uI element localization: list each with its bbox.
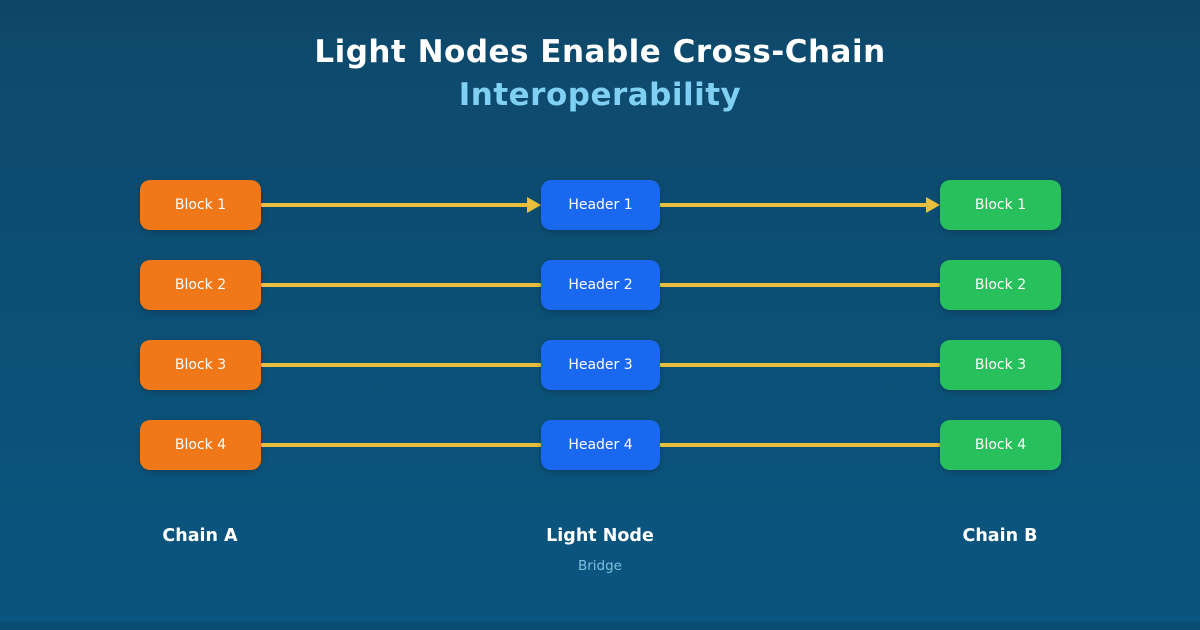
diagram-row-4: Block 4 Header 4 Block 4 xyxy=(0,420,1200,470)
arrowhead-right-icon xyxy=(527,197,541,213)
page-title-line2: Interoperability xyxy=(458,77,742,113)
chain-a-block-2-label: Block 2 xyxy=(174,277,227,293)
light-node-header-3: Header 3 xyxy=(541,340,660,390)
column-label-chain-a: Chain A xyxy=(162,526,238,546)
connector-line xyxy=(261,283,541,287)
connector-line xyxy=(660,283,940,287)
connector-line xyxy=(660,443,940,447)
chain-b-block-2: Block 2 xyxy=(940,260,1061,310)
arrowhead-right-icon xyxy=(926,197,940,213)
page-title: Light Nodes Enable Cross-Chain Interoper… xyxy=(0,31,1200,117)
connector-a-to-node-2 xyxy=(261,260,541,310)
connector-line xyxy=(660,203,928,207)
light-node-header-1: Header 1 xyxy=(541,180,660,230)
light-node-header-3-label: Header 3 xyxy=(568,357,633,373)
column-label-light-node: Light Node xyxy=(546,526,654,546)
connector-a-to-node-1 xyxy=(261,180,541,230)
chain-a-block-3: Block 3 xyxy=(140,340,261,390)
connector-node-to-b-3 xyxy=(660,340,940,390)
chain-a-block-1: Block 1 xyxy=(140,180,261,230)
light-node-header-2-label: Header 2 xyxy=(568,277,633,293)
chain-b-block-4-label: Block 4 xyxy=(974,437,1027,453)
connector-line xyxy=(261,363,541,367)
connector-line xyxy=(261,203,529,207)
light-node-header-2: Header 2 xyxy=(541,260,660,310)
light-node-header-4: Header 4 xyxy=(541,420,660,470)
chain-b-block-3-label: Block 3 xyxy=(974,357,1027,373)
connector-node-to-b-4 xyxy=(660,420,940,470)
connector-line xyxy=(261,443,541,447)
chain-b-block-3: Block 3 xyxy=(940,340,1061,390)
page-title-line1: Light Nodes Enable Cross-Chain xyxy=(314,34,886,70)
chain-b-block-4: Block 4 xyxy=(940,420,1061,470)
bridge-sublabel: Bridge xyxy=(577,558,622,574)
diagram-row-1: Block 1 Header 1 Block 1 xyxy=(0,180,1200,230)
diagram-row-2: Block 2 Header 2 Block 2 xyxy=(0,260,1200,310)
chain-a-block-4: Block 4 xyxy=(140,420,261,470)
bottom-band xyxy=(0,622,1200,630)
connector-node-to-b-2 xyxy=(660,260,940,310)
diagram-row-3: Block 3 Header 3 Block 3 xyxy=(0,340,1200,390)
connector-node-to-b-1 xyxy=(660,180,940,230)
chain-b-block-2-label: Block 2 xyxy=(974,277,1027,293)
chain-a-block-4-label: Block 4 xyxy=(174,437,227,453)
chain-b-block-1: Block 1 xyxy=(940,180,1061,230)
chain-b-block-1-label: Block 1 xyxy=(974,197,1027,213)
connector-line xyxy=(660,363,940,367)
chain-a-block-3-label: Block 3 xyxy=(174,357,227,373)
column-label-chain-b: Chain B xyxy=(962,526,1038,546)
connector-a-to-node-3 xyxy=(261,340,541,390)
chain-a-block-2: Block 2 xyxy=(140,260,261,310)
light-node-header-4-label: Header 4 xyxy=(568,437,633,453)
chain-a-block-1-label: Block 1 xyxy=(174,197,227,213)
light-node-header-1-label: Header 1 xyxy=(568,197,633,213)
connector-a-to-node-4 xyxy=(261,420,541,470)
